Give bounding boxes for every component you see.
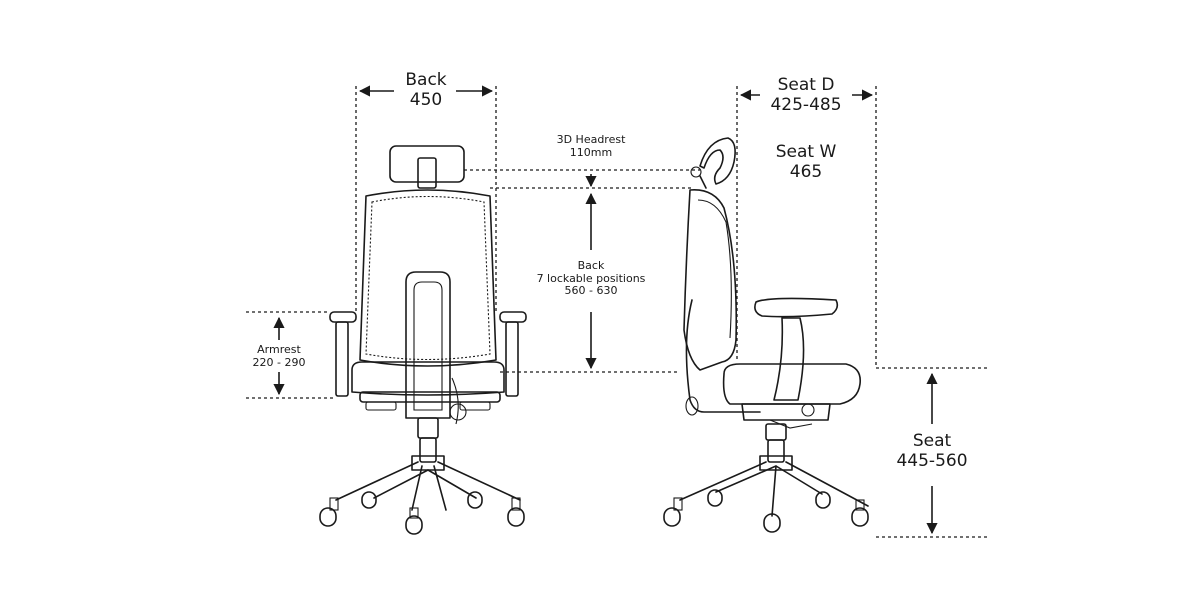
back-height-detail: 7 lockable positions (536, 271, 646, 285)
armrest-label: Armrest 220 - 290 (238, 343, 320, 369)
seat-height-title: Seat (912, 431, 952, 451)
seat-depth-title: Seat D (777, 75, 835, 95)
star-base-front (335, 461, 521, 511)
back-height-label: Back 7 lockable positions 560 - 630 (520, 259, 662, 298)
seat-height-value: 445-560 (896, 450, 968, 471)
headrest-title: 3D Headrest (556, 133, 626, 146)
seat-side (722, 363, 862, 405)
back-height-title: Back (577, 259, 605, 272)
front-view-chair (319, 145, 527, 535)
armrest-title: Armrest (257, 343, 301, 356)
seat-height-label: Seat 445-560 (880, 431, 984, 471)
dimension-lines (246, 85, 990, 538)
back-width-label: Back 450 (376, 70, 476, 110)
headrest-front (389, 145, 465, 183)
seat-depth-value: 425-485 (770, 94, 842, 115)
armrest-right-pad (499, 311, 527, 323)
headrest-value: 110mm (569, 145, 613, 159)
back-frame-side (685, 299, 761, 413)
casters-side (663, 489, 869, 533)
backrest-side (683, 189, 738, 371)
armrest-value: 220 - 290 (252, 355, 306, 369)
backrest-front (359, 189, 497, 367)
headrest-label: 3D Headrest 110mm (536, 133, 646, 159)
back-frame-spine (405, 271, 451, 419)
seat-width-value: 465 (789, 161, 823, 182)
back-width-value: 450 (409, 89, 443, 110)
seat-width-label: Seat W 465 (756, 142, 856, 182)
casters-front (319, 491, 525, 535)
back-height-value: 560 - 630 (564, 284, 618, 298)
back-width-title: Back (405, 70, 447, 90)
seat-width-title: Seat W (775, 142, 837, 162)
armrest-side-pad (754, 297, 839, 318)
seat-front (351, 361, 505, 396)
seat-depth-label: Seat D 425-485 (756, 75, 856, 115)
side-view-chair (663, 137, 869, 533)
headrest-post (417, 157, 437, 189)
armrest-left-pad (329, 311, 357, 323)
star-base-side (679, 461, 869, 517)
headrest-side (699, 137, 736, 185)
